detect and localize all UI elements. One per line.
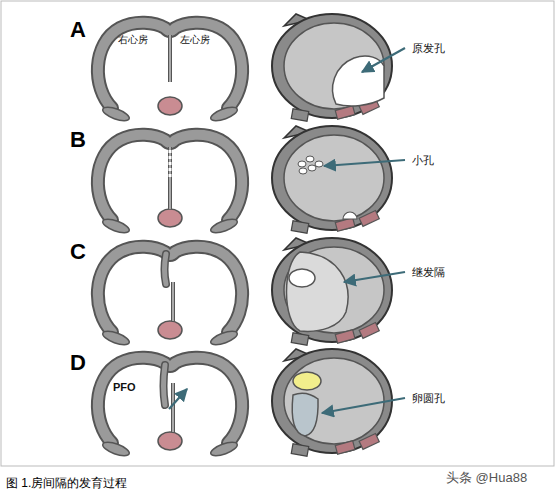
abbreviation-label: PFO (113, 381, 136, 394)
leader-arrow (322, 398, 405, 413)
atrial-wall (98, 23, 242, 124)
atrium-view (272, 238, 392, 345)
structure-label: 小孔 (412, 154, 434, 167)
septum-secundum (165, 254, 167, 284)
structure-label: 继发隔 (412, 266, 445, 279)
small-pores (169, 150, 172, 178)
chamber-label: 左心房 (180, 34, 210, 46)
panel-b (98, 126, 405, 235)
atrial-wall (98, 358, 242, 459)
atrial-wall (98, 247, 242, 348)
figure-caption: 图 1.房间隔的发育过程 (6, 477, 127, 491)
septum-primum (168, 35, 172, 82)
septum-secundum (287, 252, 349, 331)
panel-c (98, 238, 405, 347)
small-pores (298, 156, 323, 174)
atrial-wall (98, 135, 242, 236)
septum-primum (171, 282, 175, 321)
structure-label: 原发孔 (412, 42, 445, 55)
panel-letter: B (70, 127, 86, 152)
panel-a (98, 14, 405, 123)
panel-letter: A (70, 17, 86, 42)
chamber-label: 右心房 (118, 34, 148, 46)
picture-frame (1, 1, 554, 466)
septum-primum (168, 147, 172, 209)
atrium-view (272, 14, 392, 121)
septum-secundum (164, 365, 166, 405)
watermark: 头条 @Hua88 (446, 471, 527, 486)
foramen-ovale-flap (292, 393, 318, 436)
shunt-arrow (169, 389, 187, 409)
leader-arrow (324, 160, 405, 166)
panel-letter: C (70, 239, 86, 264)
panel-letter: D (70, 350, 86, 375)
atrium-view (272, 126, 392, 233)
panel-d (98, 349, 405, 458)
residual-ostium (343, 212, 357, 219)
leader-arrow (344, 272, 405, 282)
foramen-ovale-opening (293, 372, 321, 390)
ostium-secundum (289, 269, 315, 287)
structure-label: 卵圆孔 (412, 392, 445, 405)
leader-arrow (362, 48, 405, 72)
